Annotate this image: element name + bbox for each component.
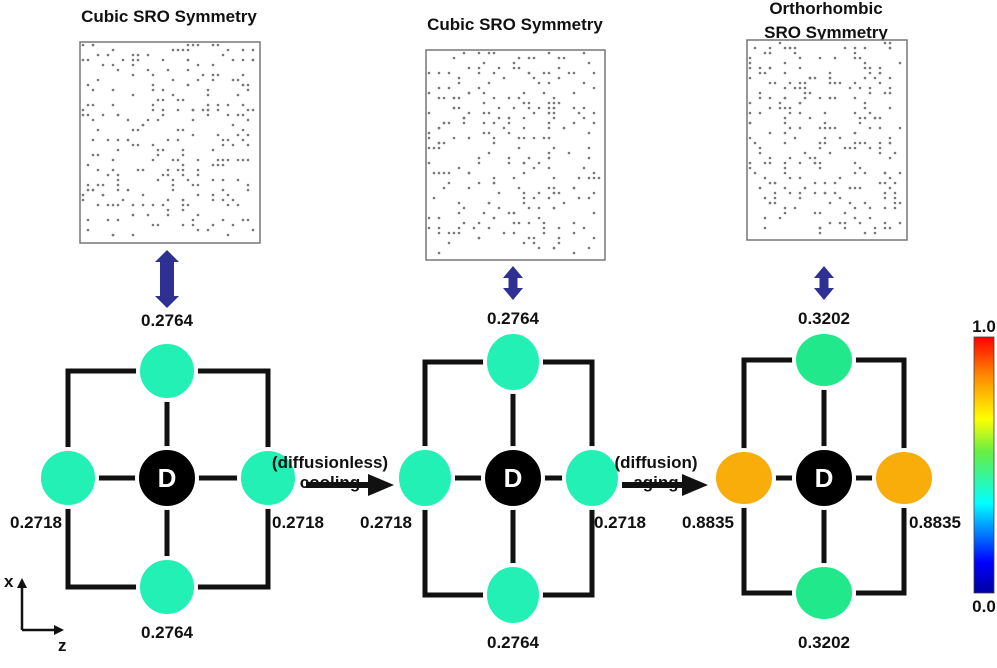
defect-atom: [481, 446, 545, 510]
value-right: 0.8835: [909, 513, 961, 532]
colorbar-max-label: 1.0: [972, 317, 996, 336]
defect-atom: [792, 446, 856, 510]
colorbar: 1.0 0.0: [972, 317, 996, 616]
neighbor-atom-top: [136, 340, 198, 402]
neighbor-atom-right: [237, 447, 299, 509]
value-right: 0.2718: [594, 513, 646, 532]
neighbor-atom-left: [712, 448, 776, 508]
transition-label-1: (diffusion): [614, 453, 697, 472]
colorbar-min-label: 0.0: [972, 597, 996, 616]
neighbor-atom-bottom: [136, 556, 198, 618]
atom-map-image: [746, 39, 908, 241]
neighbor-atom-right: [562, 446, 622, 510]
defect-atom: [135, 446, 199, 510]
neighbor-atom-left: [395, 446, 455, 510]
transition-cooling: (diffusionless) cooling: [272, 453, 394, 496]
neighbor-atom-right: [872, 448, 936, 508]
value-right: 0.2718: [272, 513, 324, 532]
defect-label: D: [158, 463, 177, 493]
atom-map-image: [79, 41, 261, 244]
value-top: 0.3202: [798, 309, 850, 328]
atom-map-image: [425, 49, 606, 261]
neighbor-atom-left: [37, 447, 99, 509]
neighbor-atom-bottom: [483, 563, 543, 627]
value-left: 0.2718: [360, 513, 412, 532]
value-top: 0.2764: [487, 309, 540, 328]
defect-label: D: [504, 463, 523, 493]
arrow-right-icon: [54, 625, 64, 635]
value-left: 0.2718: [10, 513, 62, 532]
panel-title: Orthorhombic: [769, 0, 882, 18]
double-arrow-icon: [814, 266, 834, 300]
panel-title: Cubic SRO Symmetry: [427, 15, 603, 34]
arrow-head-icon: [682, 474, 708, 496]
arrow-head-icon: [368, 474, 394, 496]
value-top: 0.2764: [141, 311, 194, 330]
axis-z-label: z: [58, 636, 67, 655]
double-arrow-icon: [155, 250, 179, 308]
panel-title: Cubic SRO Symmetry: [81, 7, 257, 26]
axis-indicator: x z: [4, 572, 67, 655]
transition-label-1: (diffusionless): [272, 453, 388, 472]
neighbor-atom-bottom: [792, 563, 856, 623]
defect-label: D: [815, 463, 834, 493]
arrow-up-icon: [17, 578, 27, 588]
transition-aging: (diffusion) aging: [614, 453, 708, 496]
value-bottom: 0.2764: [141, 623, 194, 642]
panel-title: SRO Symmetry: [764, 23, 888, 42]
axis-x-label: x: [4, 572, 14, 591]
neighbor-atom-top: [483, 330, 543, 394]
neighbor-atom-top: [792, 330, 856, 390]
value-bottom: 0.2764: [487, 633, 540, 652]
value-bottom: 0.3202: [798, 633, 850, 652]
value-left: 0.8835: [682, 513, 734, 532]
double-arrow-icon: [503, 266, 523, 300]
